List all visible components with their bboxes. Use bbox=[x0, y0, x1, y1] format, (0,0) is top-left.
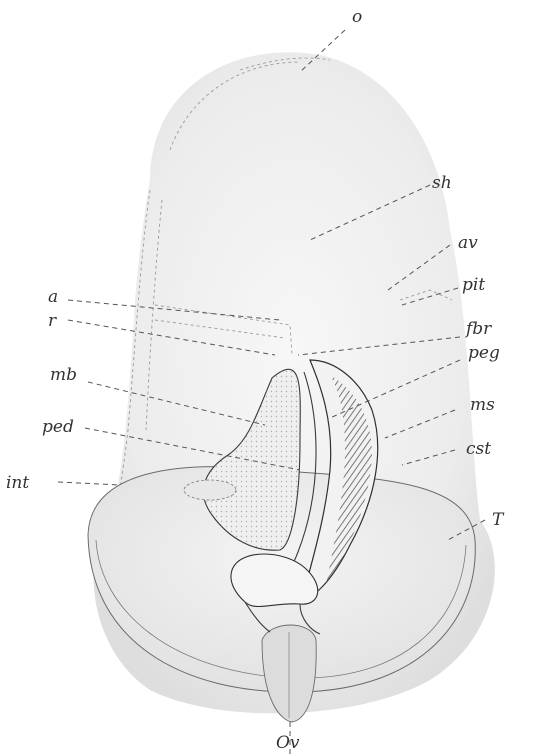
label-ms: ms bbox=[470, 395, 495, 415]
label-mb: mb bbox=[50, 365, 77, 385]
label-a: a bbox=[48, 287, 58, 307]
label-o: o bbox=[352, 7, 362, 27]
label-ped: ped bbox=[42, 417, 74, 437]
label-pit: pit bbox=[462, 275, 485, 295]
label-ov: Ov bbox=[276, 733, 300, 753]
label-av: av bbox=[458, 233, 478, 253]
pedal-bulb bbox=[184, 480, 236, 500]
label-t-right: T bbox=[492, 510, 505, 530]
label-int: int bbox=[6, 473, 29, 493]
label-r: r bbox=[48, 311, 57, 331]
label-sh: sh bbox=[432, 173, 452, 193]
label-fbr: fbr bbox=[464, 319, 492, 339]
label-peg: peg bbox=[468, 343, 500, 363]
label-cst: cst bbox=[466, 439, 491, 459]
